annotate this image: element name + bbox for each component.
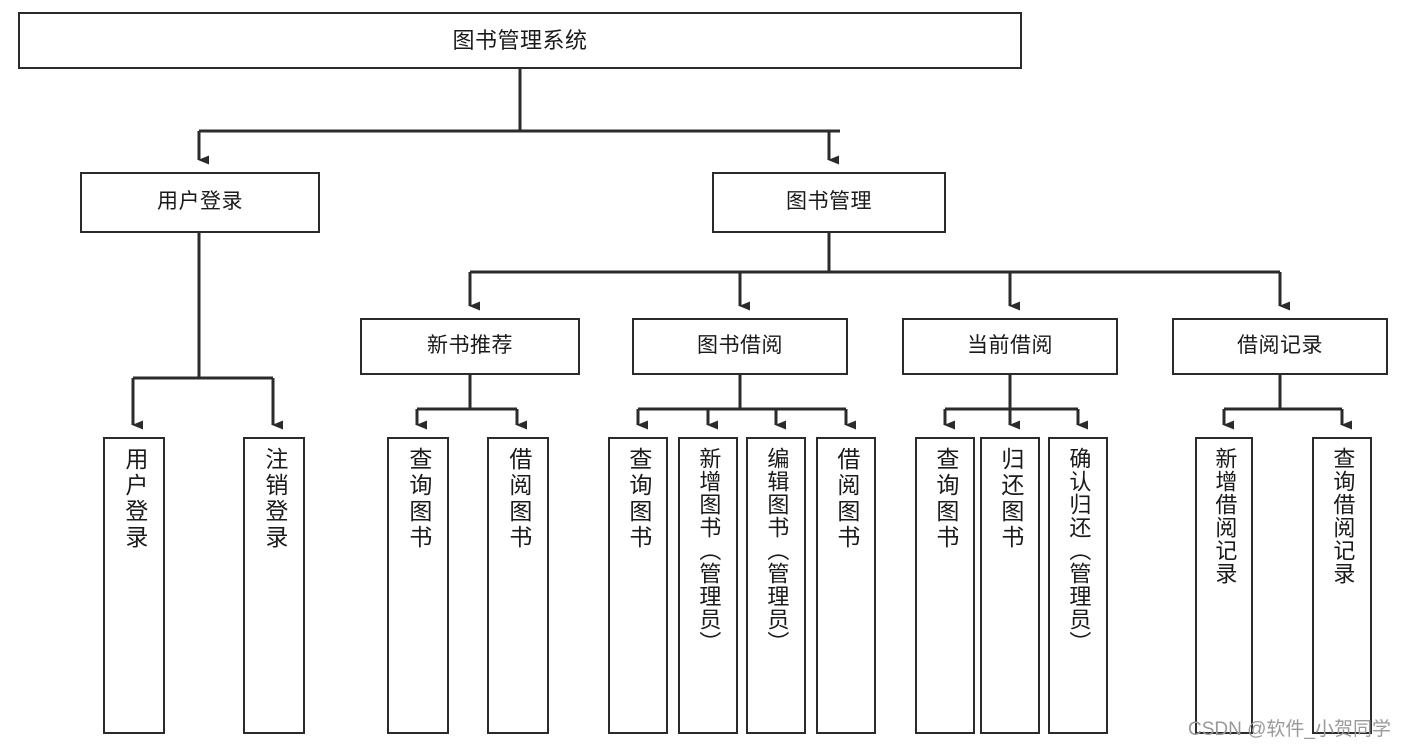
node-label: 借阅图书 (505, 447, 532, 551)
node-label: 借阅记录 (1237, 334, 1323, 358)
node-book-management[interactable]: 图书管理 (712, 172, 946, 233)
node-label: 新增图书（管理员） (696, 447, 722, 654)
node-user-login[interactable]: 用户登录 (80, 172, 320, 233)
node-label: 确认归还（管理员） (1066, 447, 1092, 654)
node-label: 查询图书 (625, 447, 652, 551)
node-label: 用户登录 (157, 190, 243, 214)
node-label: 用户登录 (121, 447, 148, 551)
leaf-new-book-borrow-book[interactable]: 借阅图书 (487, 437, 549, 734)
leaf-user-login-login[interactable]: 用户登录 (103, 437, 165, 734)
leaf-borrow-record-add-record[interactable]: 新增借阅记录 (1195, 437, 1253, 734)
leaf-current-borrow-query-book[interactable]: 查询图书 (915, 437, 975, 734)
node-label: 注销登录 (261, 447, 288, 551)
leaf-borrow-record-query-record[interactable]: 查询借阅记录 (1312, 437, 1372, 734)
leaf-book-borrow-borrow-book[interactable]: 借阅图书 (816, 437, 876, 734)
node-label: 当前借阅 (967, 334, 1053, 358)
leaf-current-borrow-confirm-return-admin[interactable]: 确认归还（管理员） (1048, 437, 1108, 734)
node-label: 归还图书 (997, 447, 1024, 551)
leaf-book-borrow-edit-book-admin[interactable]: 编辑图书（管理员） (746, 437, 806, 734)
node-label: 编辑图书（管理员） (764, 447, 790, 654)
node-label: 查询图书 (932, 447, 959, 551)
node-label: 查询图书 (405, 447, 432, 551)
leaf-user-login-logout[interactable]: 注销登录 (243, 437, 305, 734)
node-new-book-recommend[interactable]: 新书推荐 (360, 318, 580, 375)
leaf-book-borrow-add-book-admin[interactable]: 新增图书（管理员） (678, 437, 738, 734)
node-book-borrow[interactable]: 图书借阅 (632, 318, 848, 375)
node-root-book-management-system[interactable]: 图书管理系统 (18, 12, 1022, 69)
node-label: 查询借阅记录 (1330, 447, 1356, 585)
leaf-new-book-query-book[interactable]: 查询图书 (387, 437, 449, 734)
node-label: 图书借阅 (697, 334, 783, 358)
node-label: 新书推荐 (427, 334, 513, 358)
node-label: 图书管理系统 (452, 27, 588, 53)
leaf-book-borrow-query-book[interactable]: 查询图书 (608, 437, 668, 734)
node-label: 图书管理 (786, 190, 872, 214)
node-current-borrow[interactable]: 当前借阅 (902, 318, 1118, 375)
node-label: 新增借阅记录 (1212, 447, 1238, 585)
node-label: 借阅图书 (833, 447, 860, 551)
node-borrow-record[interactable]: 借阅记录 (1172, 318, 1388, 375)
watermark: CSDN @软件_小贺同学 (1188, 719, 1391, 740)
leaf-current-borrow-return-book[interactable]: 归还图书 (980, 437, 1040, 734)
